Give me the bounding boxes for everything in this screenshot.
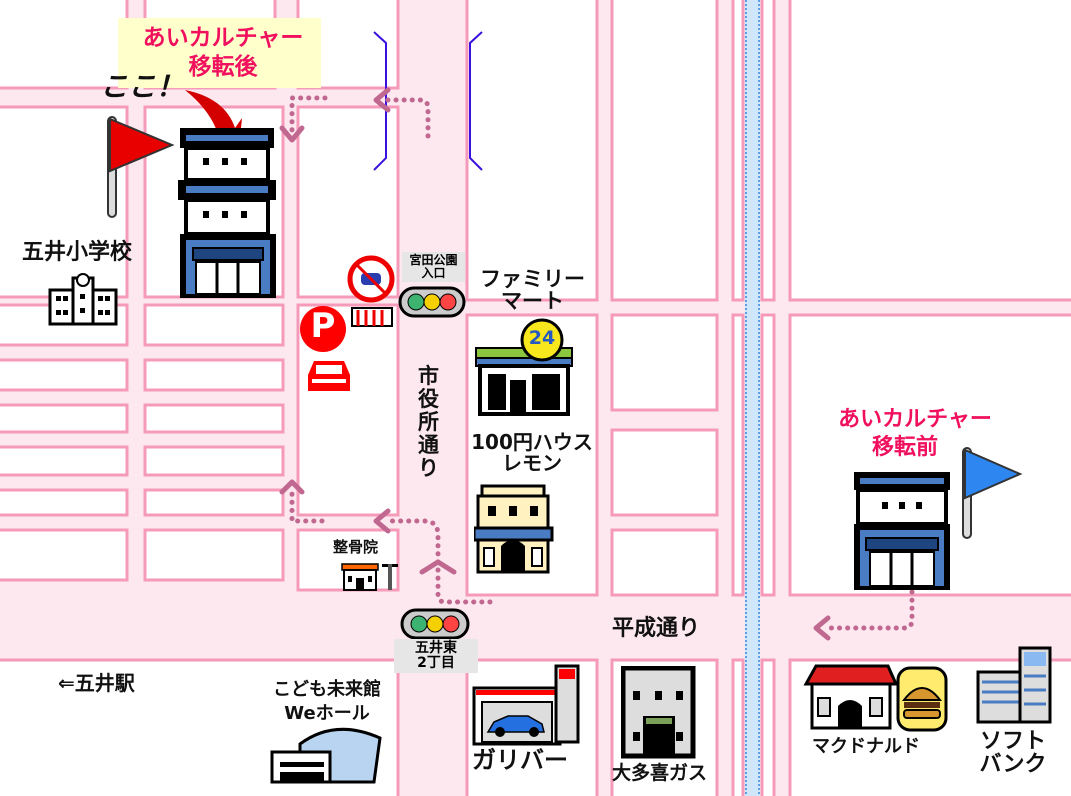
convenience-store-icon bbox=[475, 318, 573, 416]
softbank-label: ソフトバンク bbox=[979, 729, 1047, 778]
seikotsuin-label: 整骨院 bbox=[333, 538, 379, 556]
building-old-location-icon bbox=[854, 472, 950, 590]
new-location-subtitle: 移転後 bbox=[188, 54, 258, 80]
school-icon bbox=[48, 273, 118, 326]
parking-sign bbox=[300, 306, 346, 352]
gulliver-label: ガリバー bbox=[472, 746, 568, 774]
clinic-icon bbox=[341, 563, 398, 591]
hall-icon bbox=[270, 727, 382, 784]
red-flag-icon bbox=[107, 116, 175, 218]
old-location-subtitle: 移転前 bbox=[871, 435, 938, 460]
koko-pointer-text: ここ！ bbox=[100, 70, 185, 103]
traffic-light-south-icon bbox=[400, 608, 470, 640]
no-vehicles-sign-icon bbox=[347, 255, 395, 327]
gas-label: 大多喜ガス bbox=[612, 762, 708, 784]
shop-building-icon bbox=[474, 484, 554, 574]
mcdonalds-label: マクドナルド bbox=[812, 736, 920, 757]
familymart-label: ファミリーマート bbox=[480, 267, 585, 314]
lemon-label: 100円ハウスレモン bbox=[471, 430, 593, 475]
school-label: 五井小学校 bbox=[22, 240, 133, 265]
parking-label: P bbox=[310, 306, 336, 346]
building-new-location-icon bbox=[178, 128, 276, 298]
car-dealer-icon bbox=[472, 664, 580, 746]
new-location-callout bbox=[118, 18, 321, 88]
road-heisei-label: 平成通り bbox=[612, 616, 701, 641]
tower-building-icon bbox=[976, 646, 1052, 724]
blue-flag-icon bbox=[962, 447, 1023, 539]
river bbox=[745, 0, 760, 796]
new-location-title: あいカルチャー bbox=[142, 25, 304, 51]
station-direction-label: ⇐五井駅 bbox=[58, 671, 135, 695]
office-building-icon bbox=[621, 666, 696, 759]
traffic-light-north-icon bbox=[398, 286, 466, 318]
car-icon bbox=[308, 361, 350, 391]
restaurant-icon bbox=[803, 664, 948, 732]
signal-north-name: 宮田公園入口 bbox=[402, 252, 465, 282]
road-shiyakusho-label: 市役所通り bbox=[418, 364, 439, 480]
open-24h-badge: 24 bbox=[528, 327, 556, 349]
old-location-title: あいカルチャー bbox=[838, 407, 992, 432]
route-path bbox=[289, 95, 915, 631]
